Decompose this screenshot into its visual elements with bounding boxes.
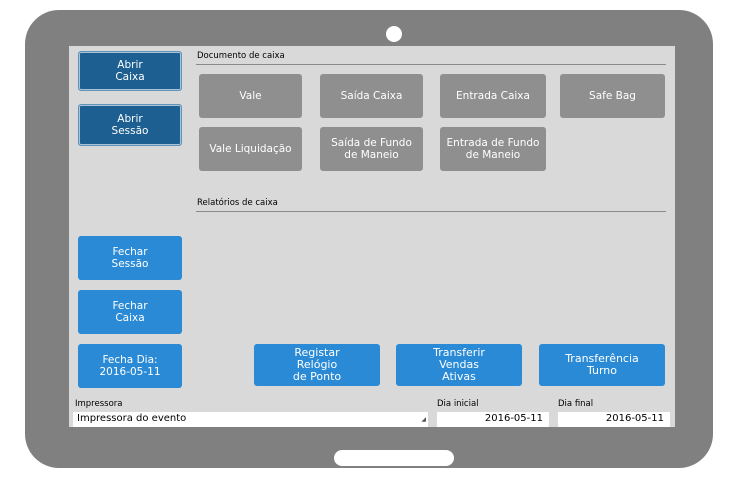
saida-caixa-button[interactable]: Saída Caixa [320,74,423,118]
home-button[interactable] [334,450,454,466]
fechar-sessao-button[interactable]: Fechar Sessão [78,236,182,280]
abrir-sessao-button[interactable]: Abrir Sessão [78,104,182,146]
vale-button[interactable]: Vale [199,74,302,118]
relatorios-section-title: Relatórios de caixa [197,198,278,208]
dia-inicial-input[interactable]: 2016-05-11 [437,412,549,427]
saida-fundo-maneio-button[interactable]: Saída de Fundo de Maneio [320,127,423,171]
impressora-label: Impressora [75,399,123,409]
relatorios-divider [196,211,666,212]
impressora-select[interactable]: Impressora do evento ◢ [73,412,428,427]
dropdown-icon: ◢ [421,416,426,423]
documento-section-title: Documento de caixa [197,51,285,61]
vale-liquidacao-button[interactable]: Vale Liquidação [199,127,302,171]
transferir-vendas-button[interactable]: Transferir Vendas Ativas [396,344,522,386]
entrada-fundo-maneio-button[interactable]: Entrada de Fundo de Maneio [440,127,546,171]
impressora-value: Impressora do evento [77,413,187,424]
abrir-caixa-button[interactable]: Abrir Caixa [78,51,182,91]
screen: Abrir Caixa Abrir Sessão Fechar Sessão F… [69,46,675,427]
camera-icon [386,26,402,42]
dia-final-label: Dia final [558,399,594,409]
documento-divider [196,64,666,65]
dia-final-input[interactable]: 2016-05-11 [558,412,670,427]
entrada-caixa-button[interactable]: Entrada Caixa [440,74,546,118]
dia-inicial-label: Dia inicial [437,399,479,409]
fecha-dia-button[interactable]: Fecha Dia: 2016-05-11 [78,344,182,388]
transferencia-turno-button[interactable]: Transferência Turno [539,344,665,386]
fechar-caixa-button[interactable]: Fechar Caixa [78,290,182,334]
registar-relogio-button[interactable]: Registar Relógio de Ponto [254,344,380,386]
safe-bag-button[interactable]: Safe Bag [560,74,665,118]
